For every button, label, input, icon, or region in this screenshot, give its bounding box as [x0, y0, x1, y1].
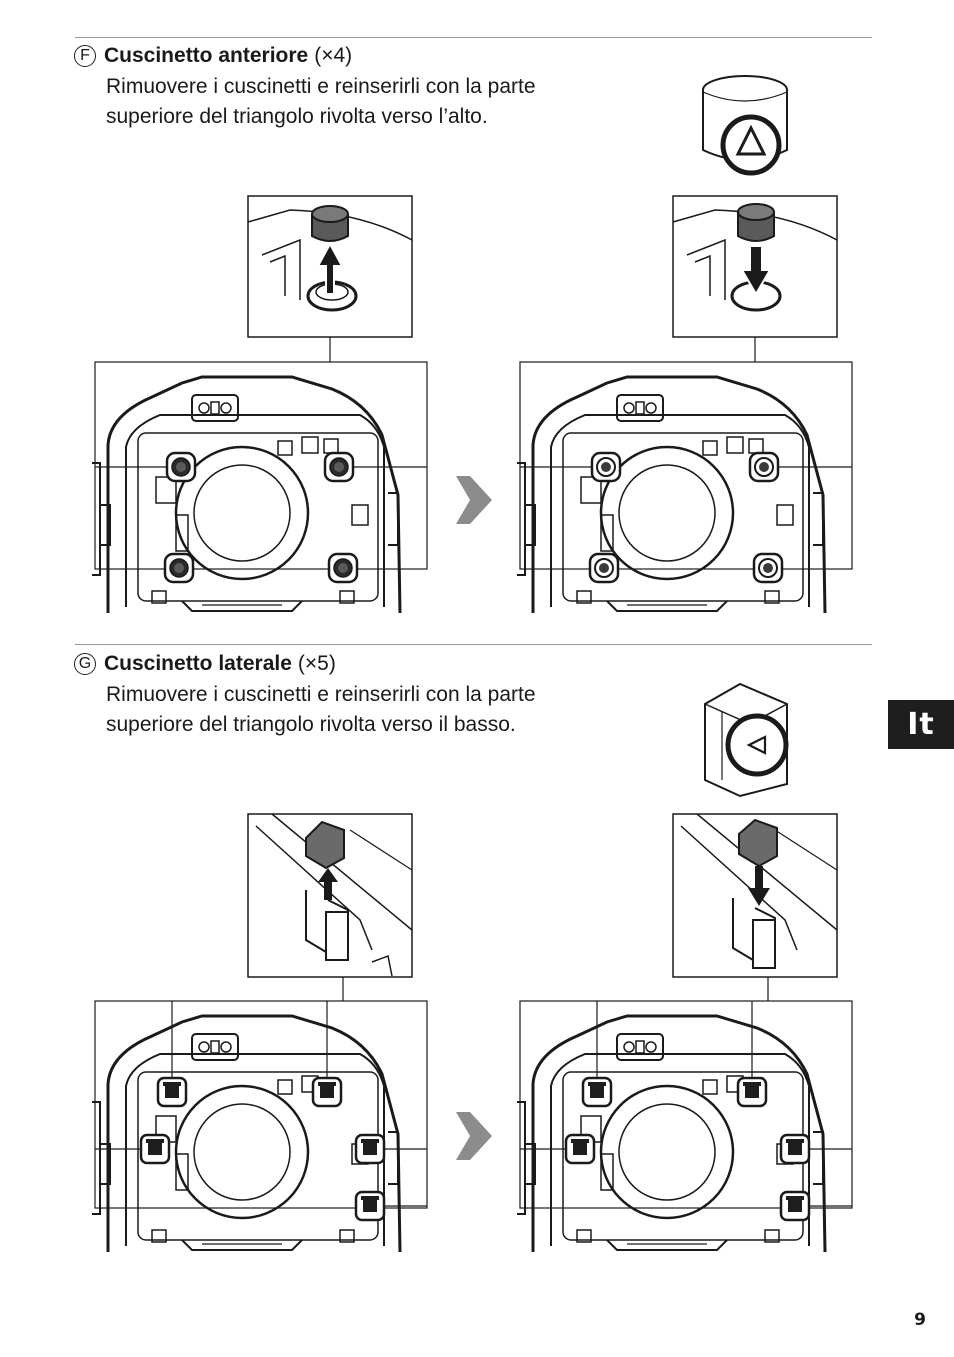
- front-cushion-marker: [327, 552, 359, 584]
- side-cushion-marker: [354, 1190, 386, 1222]
- housing-before-side: [90, 1000, 428, 1254]
- side-cushion-marker: [311, 1076, 343, 1108]
- front-cushion-marker: [752, 552, 784, 584]
- side-cushion-marker: [736, 1076, 768, 1108]
- housing-before-front: [90, 361, 428, 615]
- housing-after-front: [515, 361, 853, 615]
- housing-after-side: [515, 1000, 853, 1254]
- right-arrow-icon: [456, 476, 492, 524]
- front-insert-zoom: [672, 195, 838, 338]
- section-description: Rimuovere i cuscinetti e reinserirli con…: [106, 75, 536, 128]
- side-cushion-detail: [704, 682, 789, 798]
- section-divider: [75, 644, 872, 645]
- section-front-cushion: F Cuscinetto anteriore (×4) Rimuovere i …: [74, 40, 634, 132]
- side-cushion-marker: [354, 1133, 386, 1165]
- section-title: Cuscinetto anteriore: [104, 44, 309, 67]
- front-cushion-marker: [590, 451, 622, 483]
- section-heading: F Cuscinetto anteriore (×4): [74, 40, 634, 72]
- front-remove-zoom: [247, 195, 413, 338]
- side-cushion-marker: [139, 1133, 171, 1165]
- front-cushion-marker: [323, 451, 355, 483]
- section-side-cushion: G Cuscinetto laterale (×5) Rimuovere i c…: [74, 648, 634, 740]
- section-letter-badge: G: [74, 653, 96, 675]
- front-cushion-marker: [165, 451, 197, 483]
- side-remove-zoom: [247, 813, 413, 978]
- triangle-left-icon: [725, 713, 789, 777]
- triangle-up-icon: [720, 114, 782, 176]
- right-arrow-icon: [456, 1112, 492, 1160]
- section-count: (×4): [314, 44, 353, 67]
- front-cushion-marker: [163, 552, 195, 584]
- section-title: Cuscinetto laterale: [104, 652, 292, 675]
- front-cushion-marker: [588, 552, 620, 584]
- top-rule: [75, 37, 872, 38]
- language-tab: It: [888, 700, 954, 749]
- side-cushion-marker: [779, 1133, 811, 1165]
- side-cushion-marker: [779, 1190, 811, 1222]
- front-cushion-marker: [748, 451, 780, 483]
- side-cushion-marker: [156, 1076, 188, 1108]
- front-cushion-detail: [702, 75, 788, 176]
- section-letter-badge: F: [74, 45, 96, 67]
- side-insert-zoom: [672, 813, 838, 978]
- side-cushion-marker: [564, 1133, 596, 1165]
- section-description: Rimuovere i cuscinetti e reinserirli con…: [106, 683, 536, 736]
- section-count: (×5): [297, 652, 336, 675]
- side-cushion-marker: [581, 1076, 613, 1108]
- section-heading: G Cuscinetto laterale (×5): [74, 648, 634, 680]
- page-number: 9: [914, 1310, 926, 1330]
